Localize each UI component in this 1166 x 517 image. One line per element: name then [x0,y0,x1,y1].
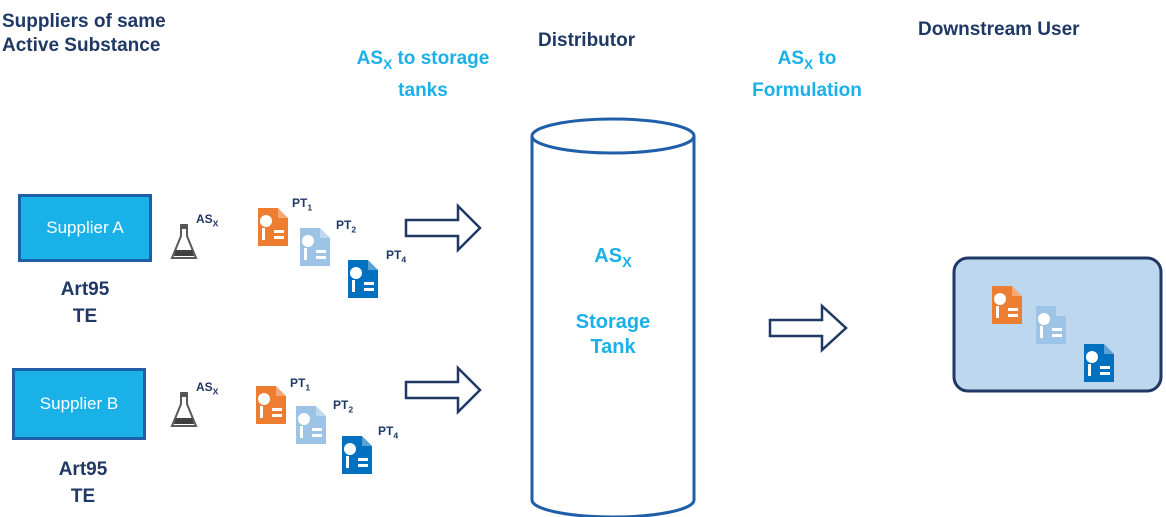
to-storage-header-line1: ASX to storage [356,48,490,72]
tank-label-line1: Storage [575,311,651,333]
supplier-a-pt1-label: PT1 [292,196,313,213]
supplier-a-art-line2: TE [72,306,98,327]
supplier-a-substance-label: ASX [196,212,219,229]
right-arrow-icon [768,303,848,353]
supplier-b-art95: Art95 TE [28,456,138,510]
tank-label: Storage Tank [553,310,673,360]
certificate-document-icon [258,208,288,246]
to-formulation-header-line2: Formulation [752,79,862,101]
suppliers-header-line2: Active Substance [2,35,161,56]
to-storage-header-line2: tanks [398,79,448,101]
supplier-b-pt1-label: PT1 [290,376,311,393]
suppliers-header-line1: Suppliers of same [2,11,166,32]
certificate-document-icon [1036,306,1066,344]
to-formulation-header: ASX to Formulation [712,46,902,104]
supplier-b-art-line1: Art95 [58,459,108,480]
supplier-b-pt2-label: PT2 [333,398,354,415]
suppliers-header: Suppliers of same Active Substance [2,10,166,58]
downstream-user-header: Downstream User [918,19,1080,40]
certificate-document-icon [348,260,378,298]
certificate-document-icon [1084,344,1114,382]
supplier-a-label: Supplier A [46,218,124,237]
supplier-a-art95: Art95 TE [30,276,140,330]
certificate-document-icon [342,436,372,474]
supplier-a-box: Supplier A [18,194,152,262]
tank-substance-label: ASX [594,245,632,271]
flask-icon [170,224,198,259]
to-storage-header: ASX to storage tanks [318,46,528,104]
supplier-a-pt2-label: PT2 [336,218,357,235]
certificate-document-icon [296,406,326,444]
supplier-a-art-line1: Art95 [60,279,110,300]
supplier-b-pt4-label: PT4 [378,424,399,441]
to-formulation-header-line1: ASX to [777,48,837,72]
right-arrow-icon [404,364,482,416]
right-arrow-icon [404,202,482,254]
supplier-a-pt4-label: PT4 [386,248,407,265]
tank-label-line2: Tank [590,336,636,358]
certificate-document-icon [992,286,1022,324]
supplier-b-substance-label: ASX [196,380,219,397]
supplier-b-label: Supplier B [39,394,119,413]
flask-icon [170,392,198,427]
certificate-document-icon [300,228,330,266]
storage-tank-cylinder [530,117,696,517]
supplier-b-art-line2: TE [70,486,96,507]
supplier-b-box: Supplier B [12,368,146,440]
certificate-document-icon [256,386,286,424]
distributor-header: Distributor [538,30,636,51]
